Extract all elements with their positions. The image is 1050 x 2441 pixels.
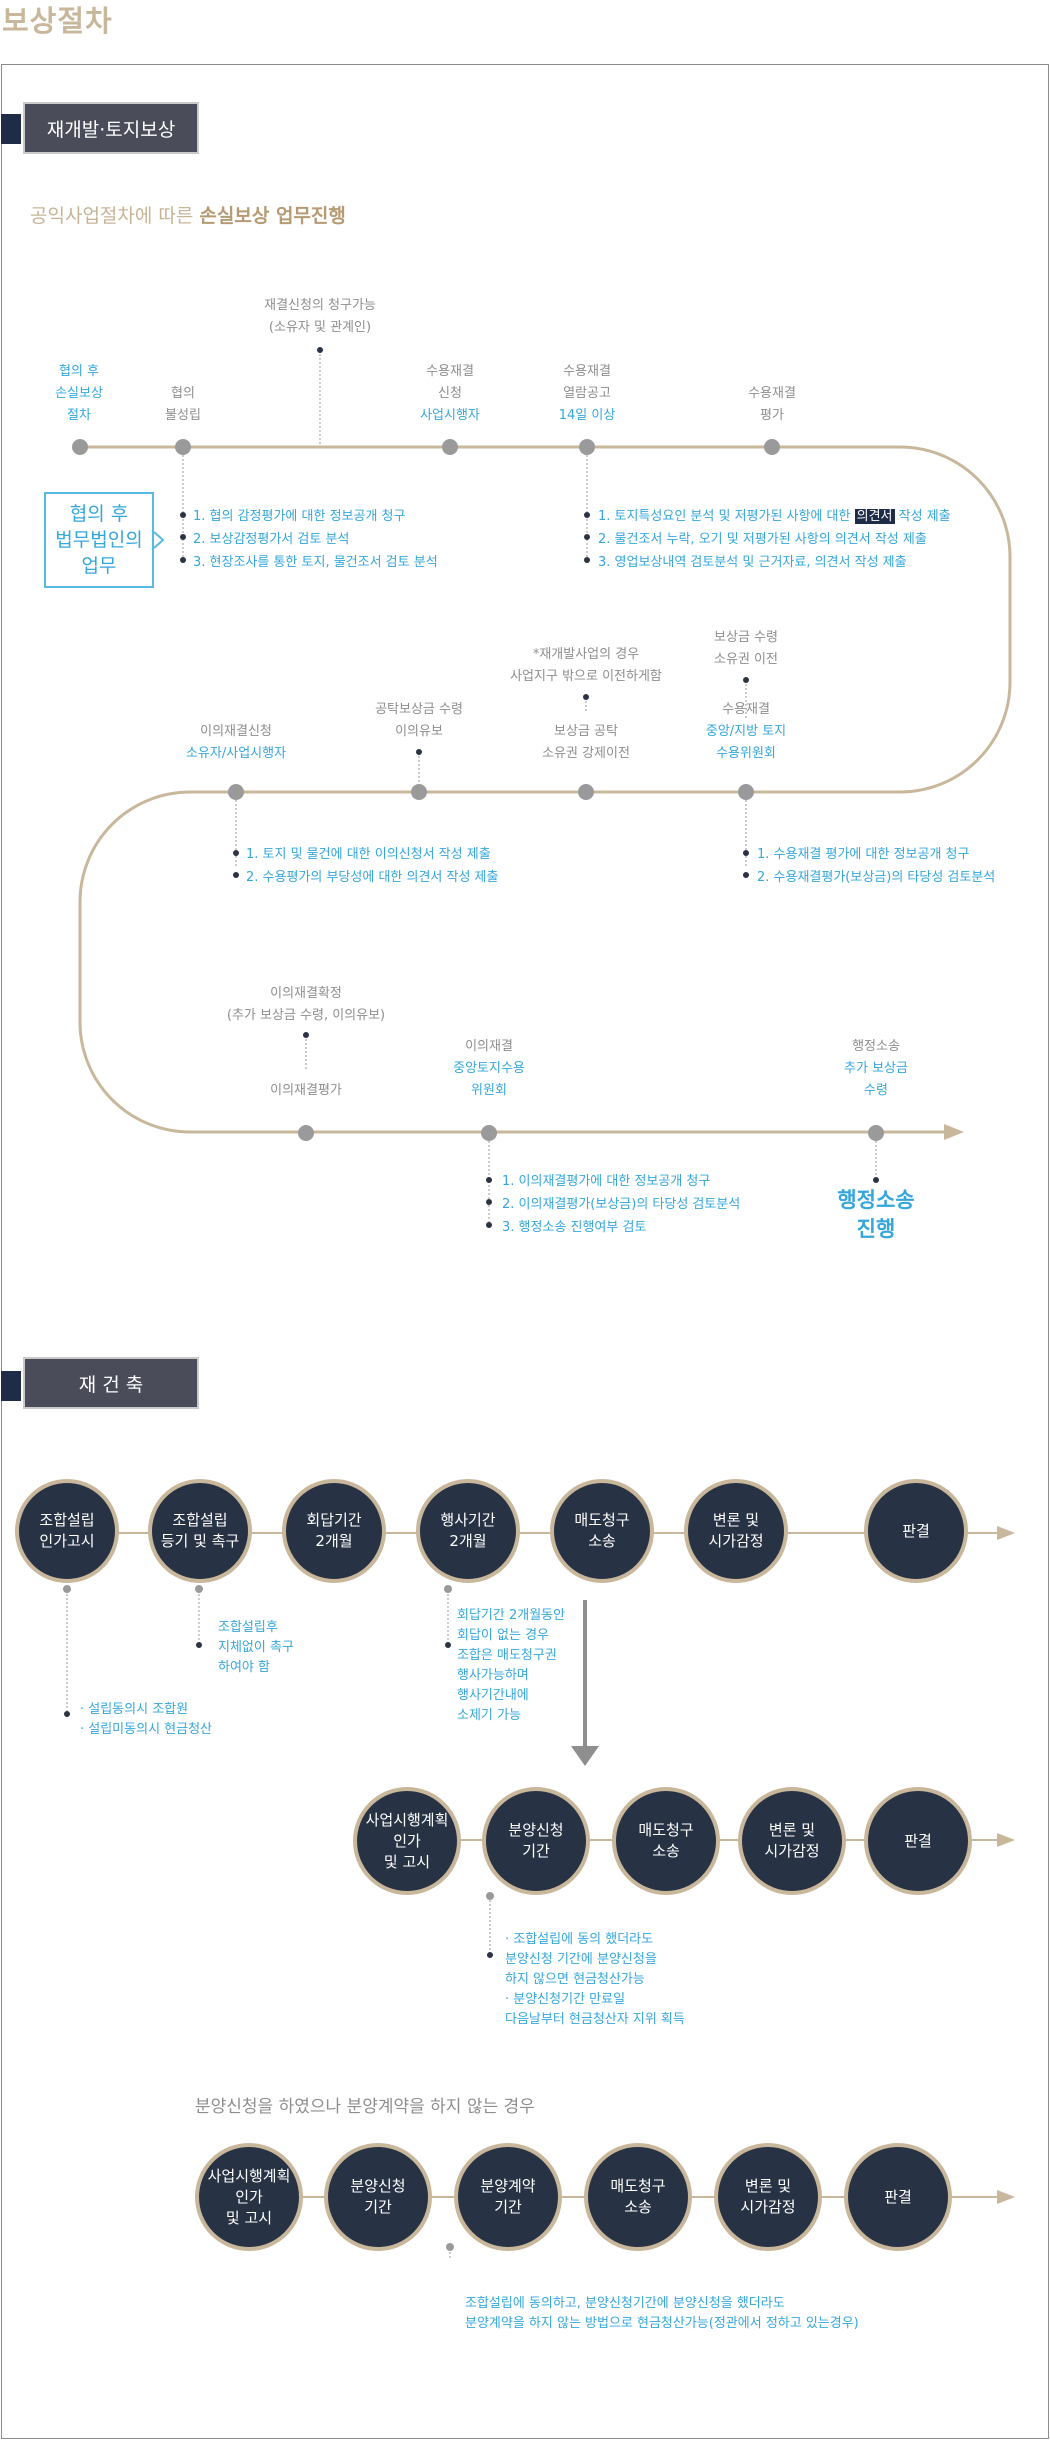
node-row2-6	[738, 784, 754, 800]
chevron-right-icon	[153, 531, 165, 549]
node-row3-3	[481, 1125, 497, 1141]
case-subtitle: 분양신청을 하였으나 분양계약을 하지 않는 경우	[195, 2097, 535, 2117]
step-adjudication-request: 재결신청의 청구가능(소유자 및 관계인)	[264, 298, 376, 335]
section-subtitle: 공익사업절차에 따른 손실보상 업무진행	[30, 205, 346, 227]
step-objection-final: 이의재결확정(추가 보상금 수령, 이의유보)	[226, 986, 386, 1023]
node-row2-1	[228, 784, 244, 800]
section-heading-redevelopment: 재개발·토지보상	[23, 102, 199, 154]
arrow-down-icon	[571, 1600, 599, 1766]
step-judgment-3: 판결	[844, 2143, 952, 2251]
content-frame	[1, 64, 1049, 2439]
step-judgment-2: 판결	[864, 1787, 972, 1895]
node-row3-4	[868, 1125, 884, 1141]
node-row1-1	[72, 439, 88, 455]
node-row1-4	[442, 439, 458, 455]
section-marker	[1, 1371, 21, 1401]
step-objection-appraisal: 이의재결평가	[270, 1083, 342, 1098]
flow-path	[72, 347, 1012, 1228]
node-row2-4	[578, 784, 594, 800]
notes-public-notice: 1. 토지특성요인 분석 및 저평가된 사항에 대한 의견서 작성 제출 2. …	[598, 509, 951, 570]
section-heading-reconstruction: 재 건 축	[23, 1357, 199, 1409]
step-judgment: 판결	[864, 1479, 968, 1583]
node-row2-2	[411, 784, 427, 800]
node-row1-5	[579, 439, 595, 455]
node-row1-2	[175, 439, 191, 455]
node-row1-6	[764, 439, 780, 455]
note-union-consent: · 설립동의시 조합원· 설립미동의시 현금청산	[80, 1702, 212, 1737]
section-marker	[1, 114, 21, 144]
node-row3-2	[298, 1125, 314, 1141]
page-title: 보상절차	[2, 4, 113, 38]
